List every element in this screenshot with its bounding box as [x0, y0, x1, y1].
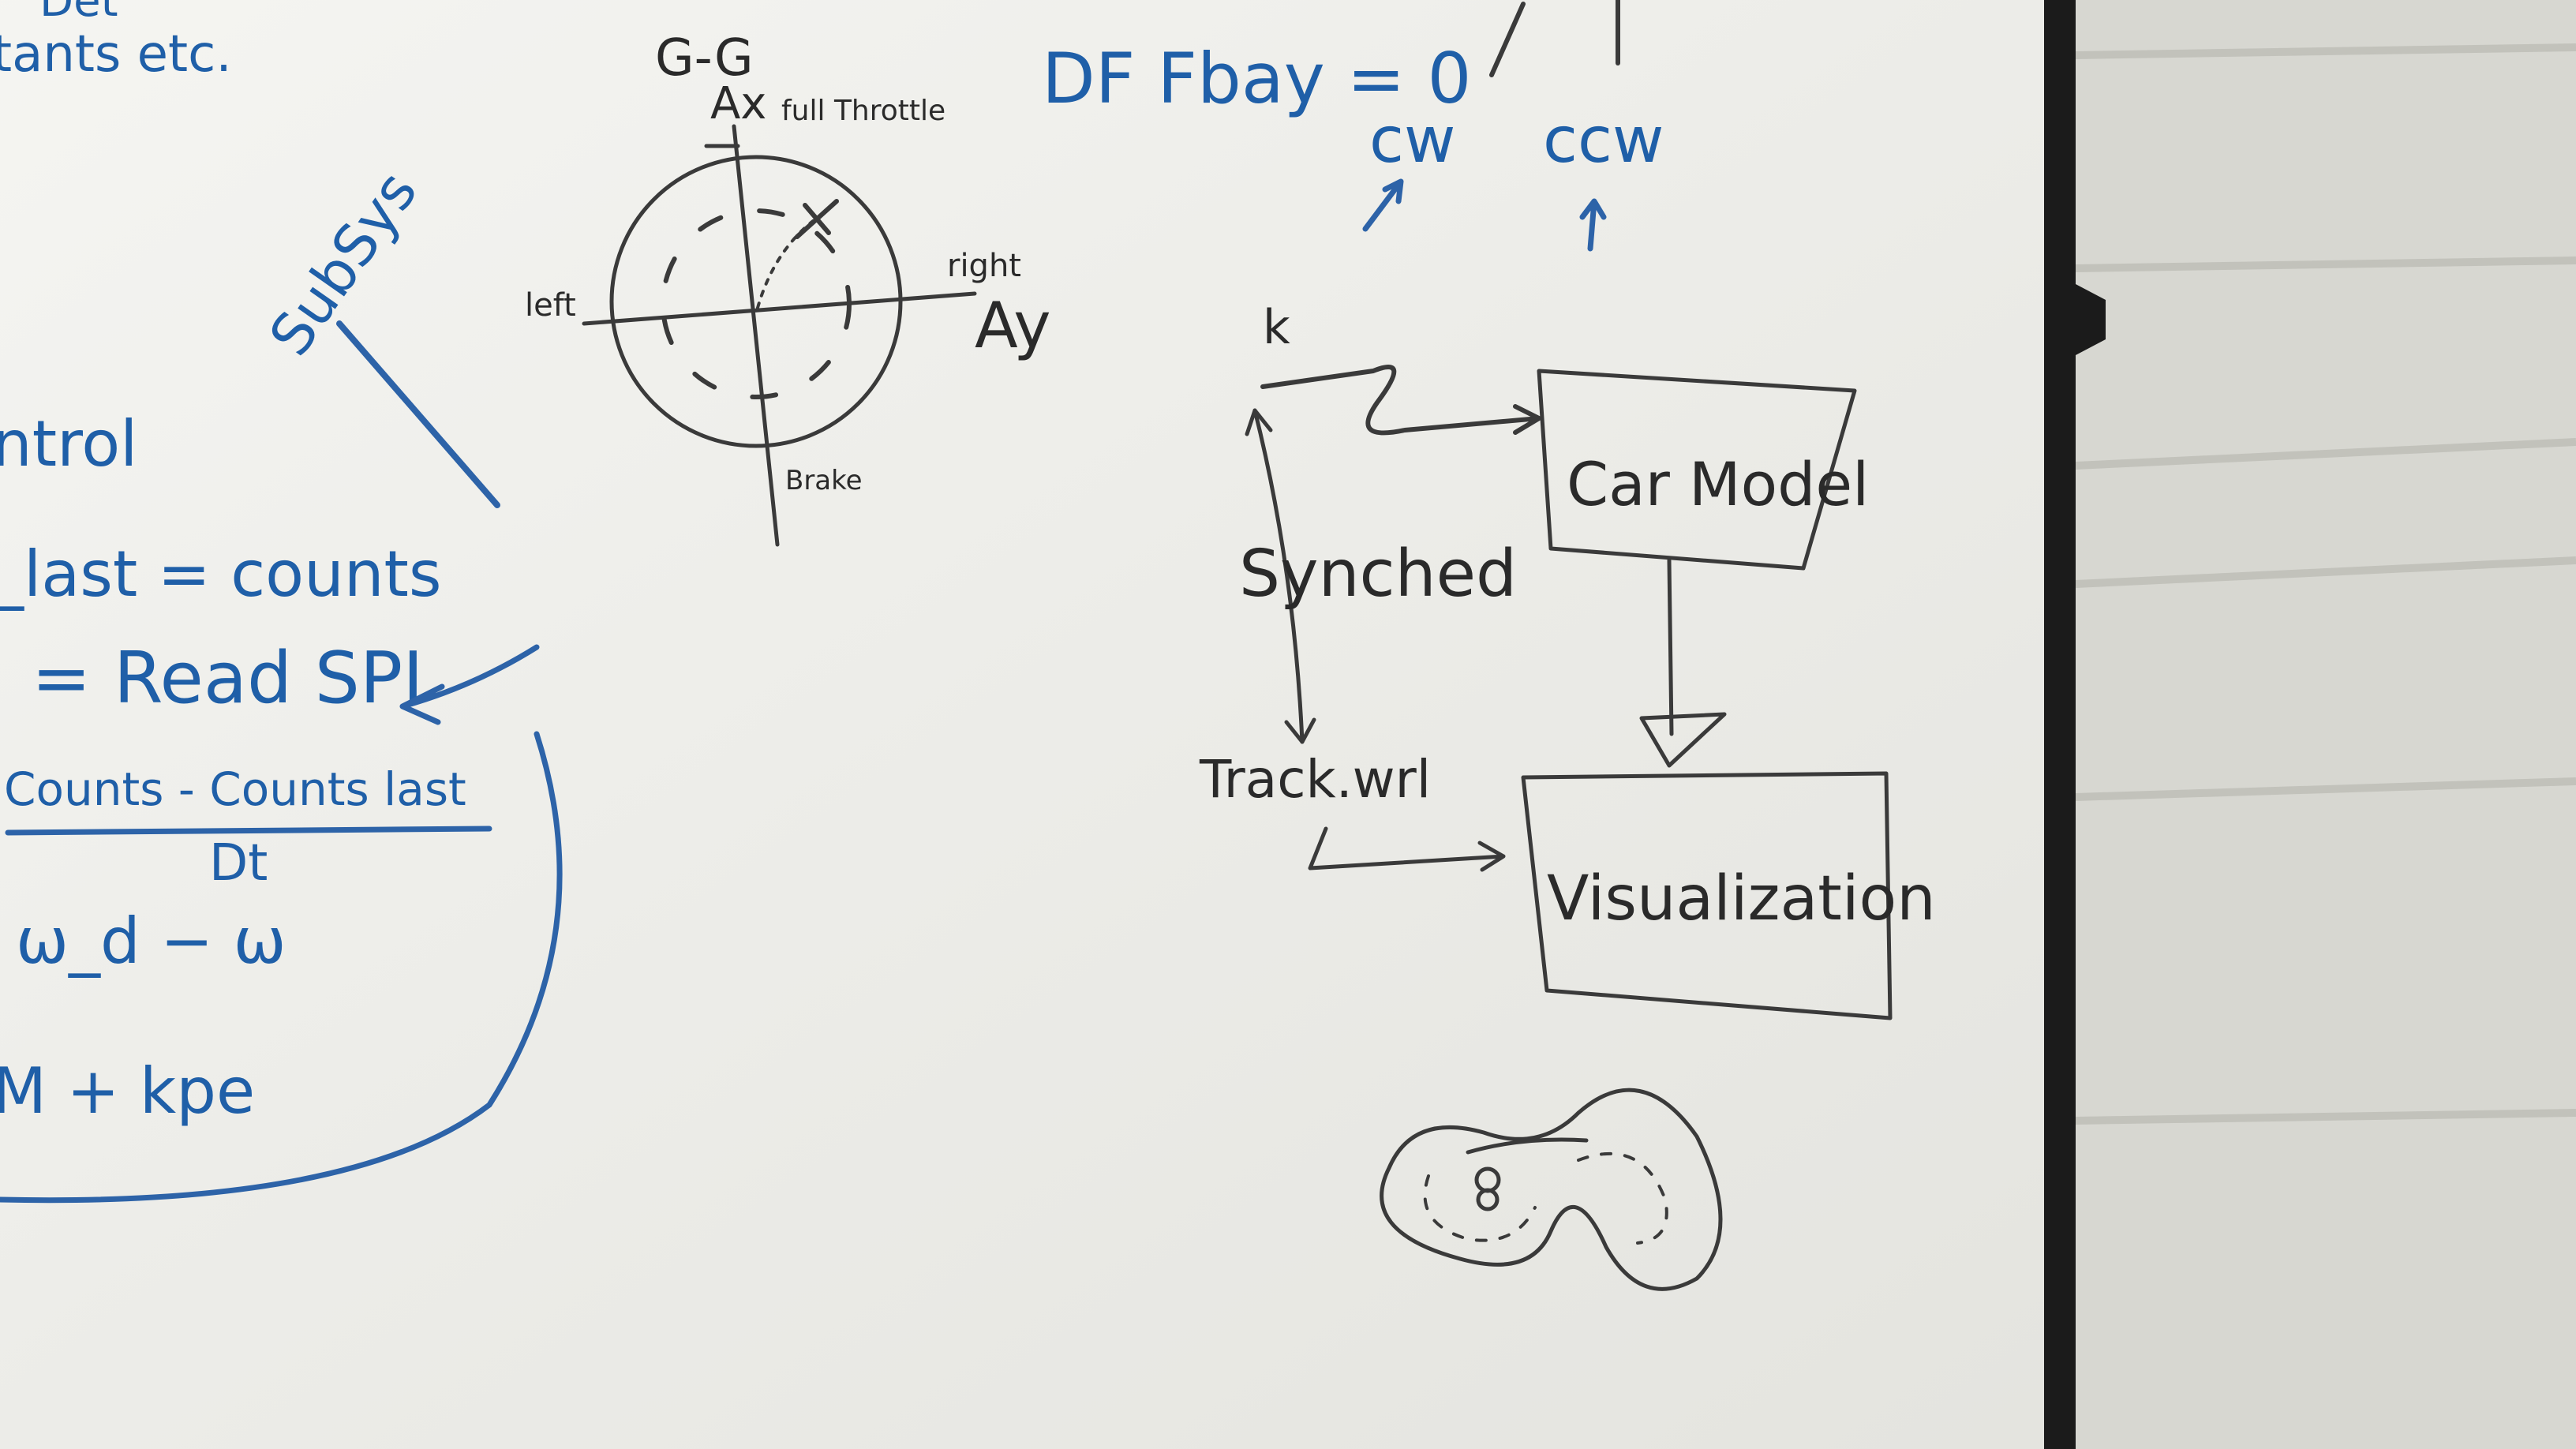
flow-k-label: k: [1263, 300, 1290, 355]
wall-block-lines: [2075, 43, 2576, 1125]
note-read-spi: = Read SPI: [32, 637, 424, 720]
gg-ax-label: Ax: [710, 78, 766, 129]
left-notes: Det tants etc. SubSys ntrol _last = coun…: [0, 0, 563, 1204]
note-fraction-numerator: Counts - Counts last: [4, 762, 466, 816]
label-ccw: ccw: [1543, 103, 1664, 177]
gg-vertical-axis: [732, 124, 780, 547]
note-control: ntrol: [0, 407, 137, 481]
note-fraction-denominator: Dt: [209, 834, 268, 893]
gg-ay-label: Ay: [975, 289, 1051, 362]
frame-clip: [2076, 284, 2106, 355]
flow-synched-label: Synched: [1239, 537, 1517, 612]
gg-right-label: right: [947, 248, 1021, 284]
label-cw: cw: [1369, 103, 1455, 177]
note-top-line: tants etc.: [0, 25, 232, 84]
gg-full-throttle: full Throttle: [781, 95, 945, 127]
flow-diagram: k Synched Car Model Track.wrl Visualizat…: [1199, 300, 1936, 1291]
visualization-box: [1521, 771, 1893, 1020]
flow-track-label: Track.wrl: [1199, 749, 1431, 810]
gg-brake-label: Brake: [785, 465, 863, 496]
gg-outer-circle: [609, 155, 903, 448]
visualization-label: Visualization: [1547, 863, 1936, 934]
equation-df: DF Fbay = 0: [1042, 38, 1472, 119]
gg-diagram: G-G Ax full Throttle left right Ay Brake: [525, 29, 1051, 547]
whiteboard-shading: [0, 0, 2052, 1449]
track-sketch: [1380, 1088, 1723, 1291]
note-bracket-curve: [0, 731, 563, 1204]
gg-title: G-G: [655, 29, 754, 88]
whiteboard-frame: [2044, 0, 2076, 1449]
gg-horizontal-axis: [582, 291, 977, 326]
car-model-box: [1537, 369, 1857, 571]
note-omega-line: ω_d − ω: [16, 904, 286, 978]
car-model-label: Car Model: [1567, 449, 1869, 519]
gg-left-label: left: [525, 287, 576, 324]
top-right-notes: DF Fbay = 0 cw ccw: [1042, 0, 1664, 252]
note-kpe-line: M + kpe: [0, 1054, 255, 1128]
note-top-fragment: Det: [39, 0, 118, 27]
note-counts-last: _last = counts: [0, 537, 442, 611]
